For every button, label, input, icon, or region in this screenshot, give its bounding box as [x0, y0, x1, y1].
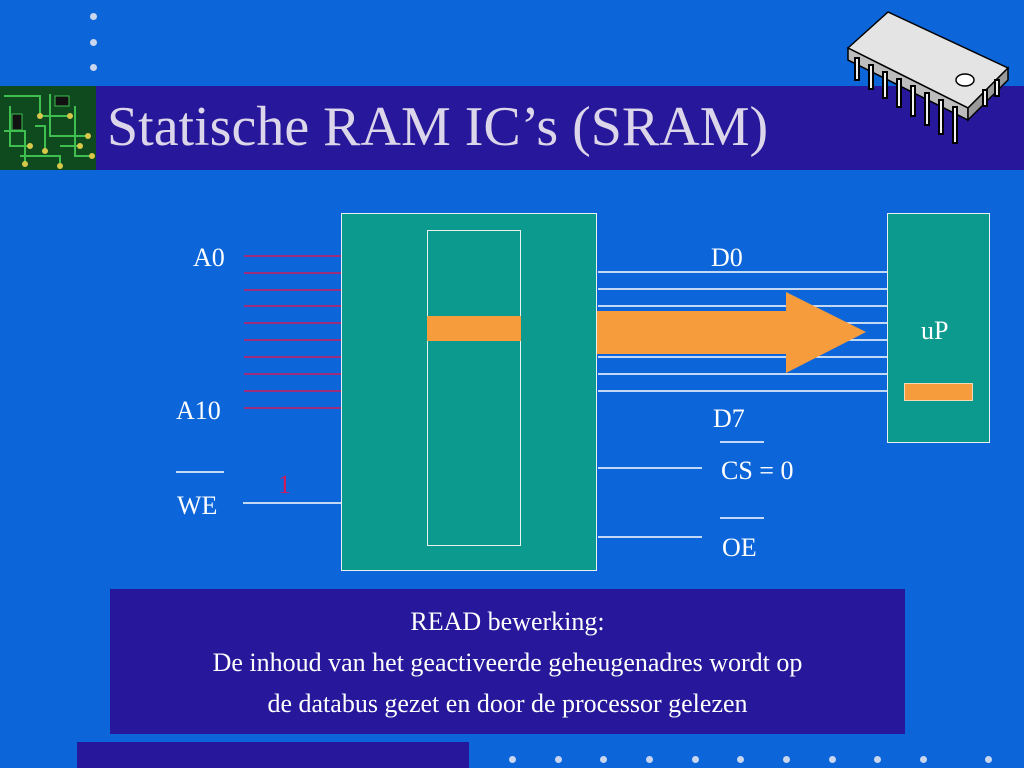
ic-chip-icon [846, 11, 1010, 144]
write-enable-label: WE [177, 491, 218, 520]
data-first-label: D0 [711, 243, 743, 272]
decor-dot [600, 756, 607, 763]
chip-select-label: CS = 0 [721, 456, 794, 485]
decor-dot [874, 756, 881, 763]
processor-register [904, 383, 973, 401]
decor-dot [90, 13, 97, 20]
read-direction-arrow [528, 292, 866, 373]
decor-dot [90, 39, 97, 46]
address-bus-lines [244, 255, 341, 409]
explanation-line-1: READ bewerking: [410, 607, 605, 636]
explanation-line-2: De inhoud van het geactiveerde geheugena… [212, 648, 803, 677]
control-lines [176, 441, 764, 538]
decor-dot [509, 756, 516, 763]
decor-dot [90, 64, 97, 71]
selected-memory-address [427, 316, 521, 341]
bottom-bar [77, 742, 469, 768]
data-last-label: D7 [713, 404, 745, 433]
decor-dot [555, 756, 562, 763]
address-first-label: A0 [193, 243, 225, 272]
explanation-box: READ bewerking: De inhoud van het geacti… [110, 589, 905, 734]
decor-dot [783, 756, 790, 763]
output-enable-label: OE [722, 533, 757, 562]
processor-block [887, 213, 990, 443]
decor-dot [985, 756, 992, 763]
sram-chip [341, 213, 597, 571]
processor-label: uP [921, 316, 949, 345]
address-last-label: A10 [176, 396, 221, 425]
decor-dot [737, 756, 744, 763]
memory-array [427, 230, 521, 546]
decor-dot [920, 756, 927, 763]
circuit-board-icon [0, 86, 96, 170]
write-enable-value: 1 [278, 470, 291, 499]
title-bar [96, 86, 1024, 170]
explanation-line-3: de databus gezet en door de processor ge… [267, 689, 748, 718]
decor-dot [646, 756, 653, 763]
decor-dot [829, 756, 836, 763]
slide-title: Statische RAM IC’s (SRAM) [107, 96, 769, 158]
decor-dot [692, 756, 699, 763]
